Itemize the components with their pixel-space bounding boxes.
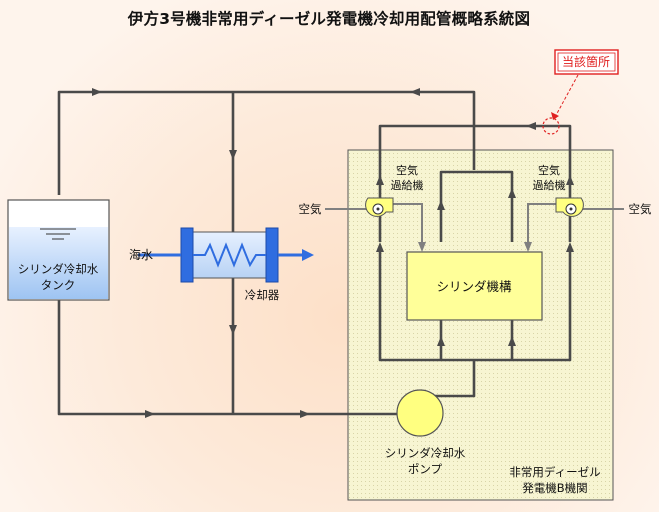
tank-label-line2: タンク — [41, 278, 76, 292]
bottom-header-pipe — [57, 300, 400, 416]
flow-arrow — [410, 88, 420, 96]
pump-outlet-pipe — [420, 360, 476, 398]
flow-arrow — [92, 88, 102, 96]
pump-label-line2: ポンプ — [408, 462, 443, 476]
flow-arrow — [376, 175, 384, 185]
right-turbocharger — [555, 197, 584, 217]
flow-arrow — [145, 410, 155, 418]
cylinder-mechanism — [406, 251, 543, 321]
flow-arrow — [418, 242, 426, 252]
callout-target-circle — [542, 117, 560, 135]
flow-arrow — [437, 336, 445, 346]
right-air-label: 空気 — [629, 202, 652, 216]
diagram-title: 伊方3号機非常用ディーゼル発電機冷却用配管概略系統図 — [127, 9, 530, 28]
flow-arrow — [376, 242, 384, 252]
flow-arrow — [526, 122, 536, 130]
callout-arrowhead — [551, 112, 559, 120]
seawater-label: 海水 — [129, 247, 153, 262]
right-air-outlet-pipe — [527, 203, 556, 244]
callout-leader — [554, 74, 579, 118]
flow-arrow — [300, 410, 310, 418]
flow-arrow — [508, 336, 516, 346]
top-header-pipe — [57, 90, 476, 195]
right-turbo-label-line2: 過給機 — [533, 178, 566, 192]
flow-arrow — [566, 175, 574, 185]
callout-box — [554, 49, 619, 75]
callout-label: 当該箇所 — [562, 54, 610, 69]
tank-label-line1: シリンダ冷却水 — [18, 262, 99, 276]
flow-arrow — [229, 150, 237, 160]
left-air-label: 空気 — [299, 202, 322, 216]
engine-room-label-line1: 非常用ディーゼル — [509, 465, 600, 479]
left-air-outlet-pipe — [393, 203, 423, 244]
cylinder-label: シリンダ機構 — [436, 279, 512, 294]
flow-arrow — [437, 200, 445, 210]
right-turbo-label-line1: 空気 — [538, 163, 560, 177]
cylinder-coolant-pump — [396, 389, 444, 437]
flow-arrow — [524, 242, 532, 252]
left-turbo-label-line1: 空気 — [396, 163, 418, 177]
pump-label-line1: シリンダ冷却水 — [385, 446, 466, 460]
callout-inner-border — [557, 52, 616, 72]
flow-arrow — [229, 325, 237, 335]
flow-arrow — [508, 188, 516, 198]
cooler-label: 冷却器 — [245, 288, 280, 302]
engine-room-label-line2: 発電機B機関 — [522, 481, 587, 495]
left-turbocharger — [365, 197, 394, 217]
left-turbo-label-line2: 過給機 — [391, 178, 424, 192]
flow-arrow — [566, 242, 574, 252]
seawater-out-arrow — [302, 249, 314, 261]
cylinder-coolant-tank — [7, 199, 110, 301]
cooler-coil — [193, 242, 266, 268]
